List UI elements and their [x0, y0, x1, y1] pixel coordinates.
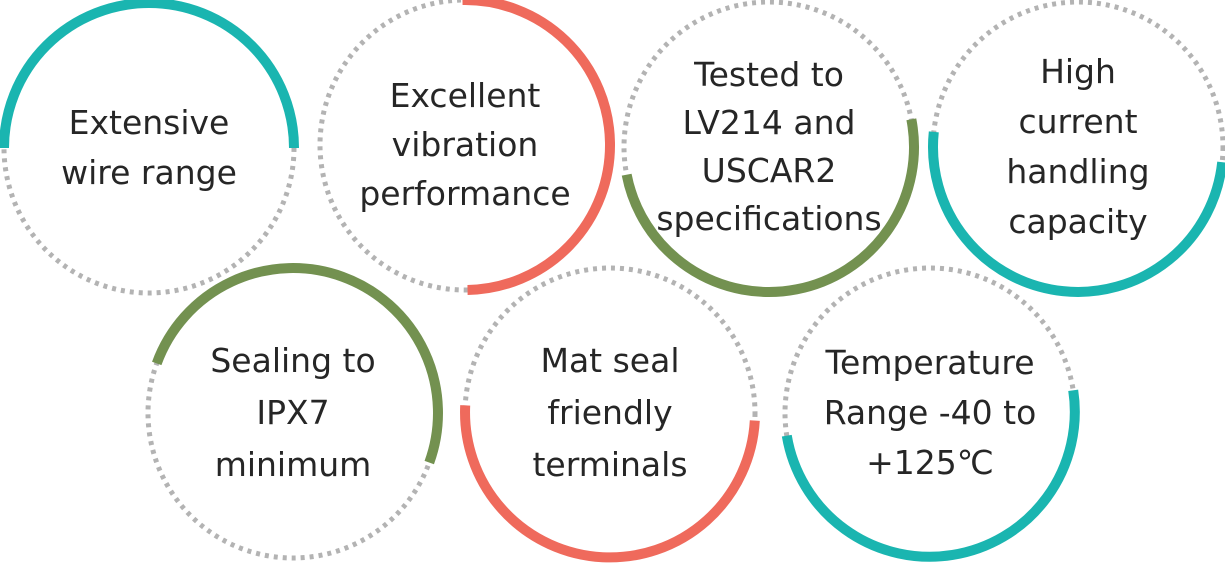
feature-label-line: specifications — [656, 199, 881, 238]
feature-mat-seal: Mat seal friendly terminals — [460, 265, 760, 563]
accent-arc — [462, 0, 615, 295]
accent-arc — [460, 405, 760, 563]
feature-current-handling: High current handling capacity — [928, 0, 1225, 297]
feature-label-line: Excellent — [390, 76, 541, 115]
feature-label-line: Tested to — [693, 55, 844, 94]
feature-wire-range: Extensive wire range — [0, 0, 299, 296]
feature-sealing-ipx7: Sealing to IPX7 minimum — [145, 263, 443, 561]
accent-arc — [0, 0, 299, 149]
feature-label-line: capacity — [1008, 202, 1147, 241]
feature-label-line: terminals — [532, 445, 687, 484]
feature-label-line: minimum — [215, 445, 372, 484]
accent-arc — [928, 131, 1225, 297]
feature-label-line: handling — [1006, 152, 1149, 191]
accent-arc — [621, 118, 919, 297]
feature-vibration: Excellent vibration performance — [317, 0, 615, 295]
accent-arc — [152, 263, 443, 465]
feature-label-line: LV214 and — [683, 103, 856, 142]
feature-label-line: Range -40 to — [824, 393, 1037, 432]
feature-label-line: Extensive — [69, 103, 230, 142]
feature-label-line: wire range — [61, 153, 237, 192]
feature-label-line: High — [1040, 52, 1116, 91]
accent-arc — [781, 389, 1080, 562]
feature-label-line: performance — [359, 174, 570, 213]
feature-label-line: IPX7 — [256, 393, 329, 432]
feature-label-line: current — [1018, 102, 1137, 141]
feature-label-line: +125℃ — [866, 443, 994, 482]
feature-label-line: Mat seal — [540, 341, 679, 380]
feature-label-line: Temperature — [824, 343, 1034, 382]
feature-label-line: friendly — [547, 393, 672, 432]
feature-label-line: vibration — [392, 125, 539, 164]
feature-label-line: USCAR2 — [702, 151, 837, 190]
feature-label-line: Sealing to — [210, 341, 375, 380]
